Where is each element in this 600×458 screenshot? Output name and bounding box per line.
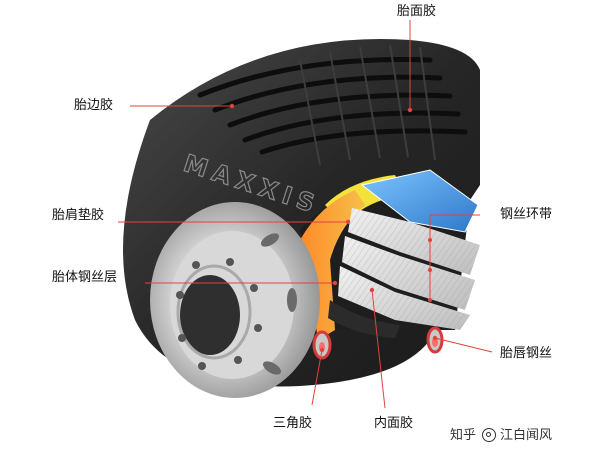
leader-lines — [118, 20, 493, 409]
ply-layer-3-mesh — [338, 266, 470, 330]
label-apex: 三角胶 — [273, 416, 313, 431]
steel-belt-layer — [360, 169, 479, 233]
leader-dots — [229, 103, 438, 353]
tread-ribs — [299, 44, 436, 166]
wheel-hub — [180, 275, 240, 355]
label-tread: 胎面胶 — [397, 4, 437, 19]
watermark-author: 江白闻风 — [500, 428, 553, 443]
wheel-hub-ring — [176, 264, 252, 360]
tread-grooves — [197, 56, 468, 155]
label-shoulder-pad: 胎肩垫胶 — [52, 208, 105, 223]
label-inner-liner: 内面胶 — [374, 416, 414, 431]
at-icon — [482, 428, 497, 442]
wheel-lug-nuts — [176, 258, 262, 370]
watermark-site: 知乎 — [450, 428, 477, 443]
bead-wire-left — [312, 330, 332, 360]
leader-inner-liner — [371, 289, 386, 409]
inner-liner-layer — [328, 300, 400, 338]
leader-apex — [311, 349, 323, 406]
ply-layer-2-mesh — [342, 236, 475, 310]
leader-bead-wire — [434, 337, 493, 353]
wheel-vent-holes — [260, 233, 297, 375]
label-sidewall: 胎边胶 — [74, 98, 114, 113]
watermark: 知乎 江白闻风 — [450, 428, 552, 444]
label-bead-wire: 胎唇钢丝 — [500, 346, 553, 361]
label-steel-belt: 钢丝环带 — [500, 207, 553, 222]
ply-layer-1-mesh — [348, 208, 480, 275]
label-carcass-ply: 胎体钢丝层 — [52, 270, 118, 285]
